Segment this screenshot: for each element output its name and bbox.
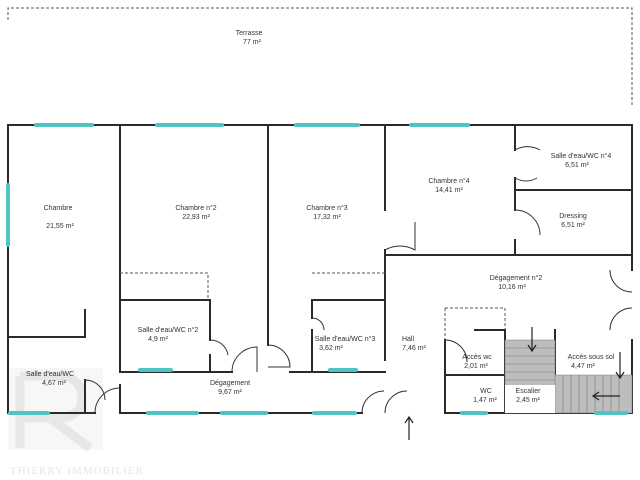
room-area: 7,46 m² [402,345,426,352]
room-area: 6,51 m² [565,162,589,169]
room-degagement: Dégagement 9,67 m² [210,380,250,396]
room-acces-wc: Accès wc 2,01 m² [462,354,492,370]
room-name: Accès sous sol [568,354,615,361]
room-escalier: Escalier 2,45 m² [516,388,542,404]
dashed-partitions [120,272,506,340]
room-name: Salle d'eau/WC n°2 [138,326,199,334]
room-name: Dressing [559,213,587,220]
room-name: Chambre n°3 [306,204,347,212]
watermark-logo [8,368,103,452]
windows [6,123,628,415]
room-area: 4,47 m² [571,363,595,370]
room-salle-eau-wc: Salle d'eau/WC 4,67 m² [26,371,74,387]
room-area: 6,51 m² [561,222,585,229]
room-salle-eau-2: Salle d'eau/WC n°2 4,9 m² [138,326,199,343]
watermark-brand: THIERRY IMMOBILIER [10,465,144,477]
room-area: 1,47 m² [473,397,497,404]
room-area: 4,67 m² [42,380,66,387]
arrow-down-icon [527,327,537,353]
room-area: 2,45 m² [516,397,540,404]
room-chambre-3: Chambre n°3 17,32 m² [306,204,347,221]
room-salle-eau-4: Salle d'eau/WC n°4 6,51 m² [551,152,612,169]
room-area: 4,9 m² [148,336,169,343]
room-area: 9,67 m² [218,389,242,396]
room-name: Salle d'eau/WC n°3 [315,335,376,343]
door-swings [84,146,633,414]
room-name: Chambre [44,205,73,212]
terrace-outline [7,7,633,105]
room-chambre-4: Chambre n°4 14,41 m² [428,177,469,194]
stair-arrows [404,327,625,440]
room-wc: WC 1,47 m² [473,388,497,404]
room-name: Chambre n°2 [175,204,216,212]
room-acces-sous-sol: Accès sous sol 4,47 m² [568,354,615,370]
room-dressing: Dressing 6,51 m² [559,213,587,229]
room-name: Terrasse [236,30,263,37]
room-area: 21,55 m² [46,223,74,230]
room-chambre: Chambre 21,55 m² [44,205,75,230]
arrow-down-icon [615,352,625,380]
room-name: WC [480,388,492,395]
room-name: Dégagement [210,380,250,387]
room-area: 22,93 m² [182,214,210,221]
interior-walls [7,124,633,414]
room-name: Salle d'eau/WC [26,371,74,378]
room-name: Dégagement n°2 [490,274,543,282]
room-area: 77 m² [243,39,262,46]
room-area: 14,41 m² [435,187,463,194]
room-area: 3,62 m² [319,345,343,352]
entrance-arrow-icon [404,415,414,440]
room-hall: Hall 7,46 m² [402,336,427,352]
arrow-left-icon [591,391,620,401]
room-salle-eau-3: Salle d'eau/WC n°3 3,62 m² [315,335,376,352]
room-chambre-2: Chambre n°2 22,93 m² [175,204,216,221]
room-area: 17,32 m² [313,214,341,221]
room-area: 10,16 m² [498,284,526,291]
room-terrasse: Terrasse 77 m² [236,30,263,46]
stairs [504,339,633,414]
room-area: 2,01 m² [464,363,488,370]
room-degagement-2: Dégagement n°2 10,16 m² [490,274,543,291]
room-name: Escalier [516,388,542,395]
room-name: Chambre n°4 [428,177,469,185]
room-name: Accès wc [462,354,492,361]
room-name: Hall [402,336,415,343]
room-name: Salle d'eau/WC n°4 [551,152,612,160]
